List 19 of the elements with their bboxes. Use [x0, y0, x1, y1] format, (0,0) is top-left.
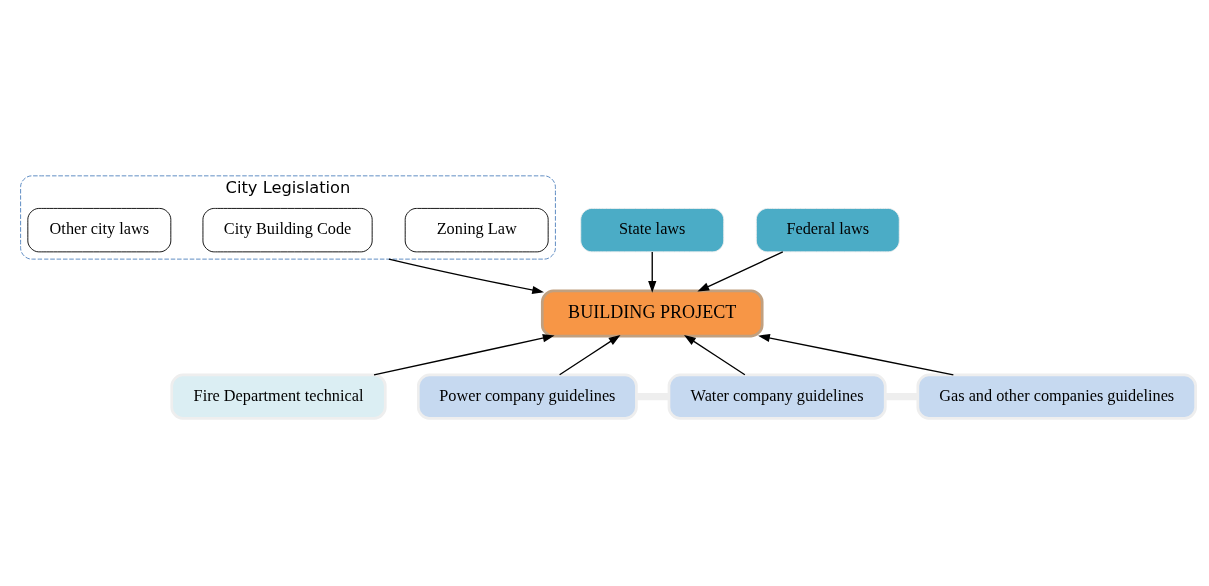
- node-box: Other city laws: [27, 207, 172, 252]
- arrow: [648, 250, 657, 293]
- node-box: Federal laws: [755, 207, 900, 252]
- node-box: Fire Department technical: [170, 373, 387, 420]
- arrow: [758, 333, 955, 376]
- node-box: Gas and other companies guidelines: [916, 373, 1197, 420]
- arrow: [558, 334, 621, 375]
- connector: [636, 392, 669, 400]
- arrow: [697, 250, 784, 292]
- connector: [885, 392, 918, 400]
- arrow: [388, 257, 544, 294]
- node-box: Power company guidelines: [416, 373, 638, 420]
- node-box: City Building Code: [202, 207, 373, 252]
- node-box: BUILDING PROJECT: [540, 288, 764, 337]
- arrow: [683, 334, 746, 375]
- node-box: Water company guidelines: [667, 373, 887, 420]
- arrow: [373, 333, 555, 376]
- node-box: Zoning Law: [404, 207, 549, 252]
- node-box: State laws: [580, 207, 725, 252]
